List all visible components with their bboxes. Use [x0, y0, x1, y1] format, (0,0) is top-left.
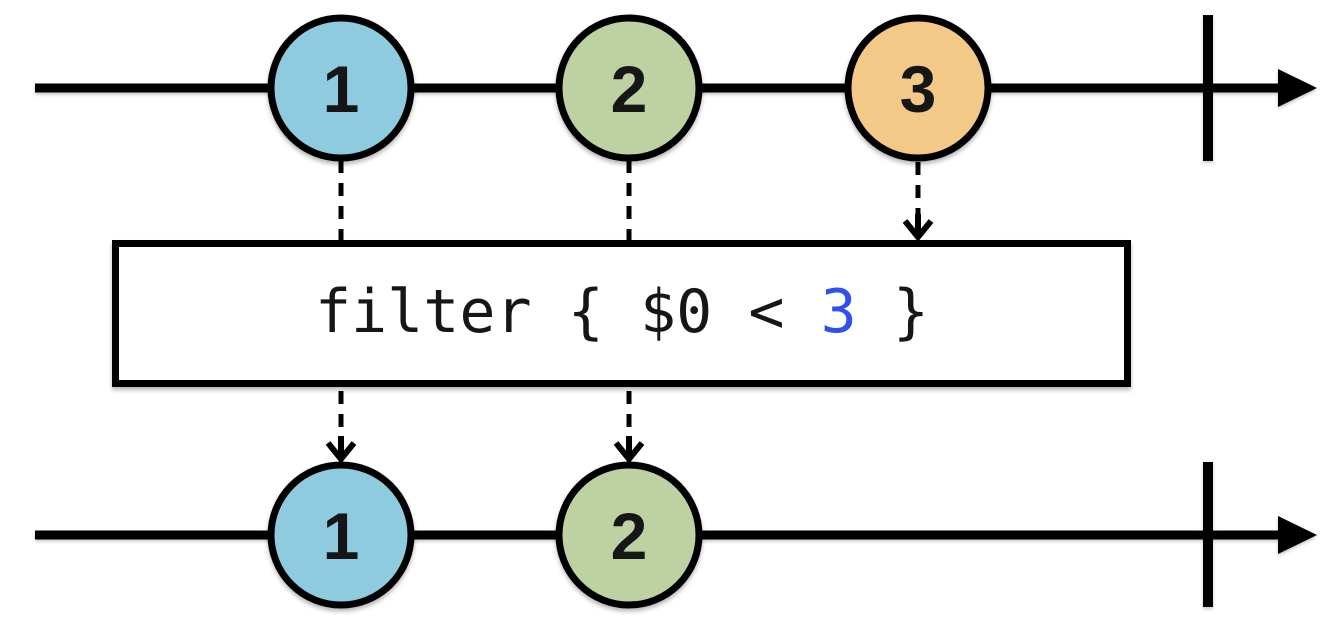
operator-code-prefix: filter { $0 < [315, 277, 821, 347]
marble-value: 1 [323, 52, 360, 126]
connector-box-to-result2 [613, 391, 645, 464]
marble-value: 1 [323, 499, 360, 573]
operator-code-argument: 3 [821, 277, 857, 347]
marble-value: 2 [611, 499, 648, 573]
down-arrowhead-icon [902, 214, 934, 242]
down-arrowhead-icon [325, 436, 357, 464]
source-marble-2: 2 [555, 14, 703, 162]
operator-code-suffix: } [857, 277, 929, 347]
marble-circle [267, 14, 415, 162]
marble-circle [844, 14, 992, 162]
connector-group [325, 160, 934, 464]
connector-marble3-to-box [902, 162, 934, 242]
result-marble-2: 2 [555, 461, 703, 609]
result-timeline-arrowhead-icon [1278, 516, 1317, 554]
marble-circle [267, 461, 415, 609]
down-arrowhead-icon [613, 436, 645, 464]
source-timeline-arrowhead-icon [1278, 69, 1317, 107]
source-marble-3: 3 [844, 14, 992, 162]
marble-circle [555, 461, 703, 609]
operator-box: filter { $0 < 3 } [112, 240, 1131, 387]
source-marble-1: 1 [267, 14, 415, 162]
connector-box-to-result1 [325, 391, 357, 464]
result-marble-1: 1 [267, 461, 415, 609]
operator-code: filter { $0 < 3 } [315, 277, 929, 347]
marble-value: 2 [611, 52, 648, 126]
marble-value: 3 [900, 52, 937, 126]
operator-box-frame [112, 240, 1131, 387]
marble-circle [555, 14, 703, 162]
